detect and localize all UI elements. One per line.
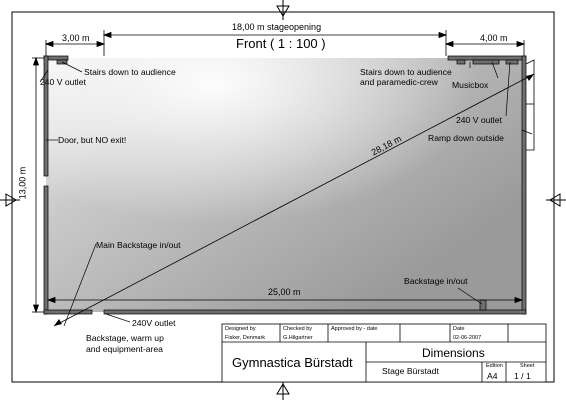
main-backstage-label: Main Backstage in/out — [96, 240, 181, 250]
outlet-left-label: 240 V outlet — [40, 77, 86, 87]
approved-by-label: Approved by - date — [331, 326, 378, 332]
outlet-right-label: 240 V outlet — [456, 115, 502, 125]
right-width-dimension: 4,00 m — [480, 33, 508, 43]
stage-walls — [43, 55, 527, 315]
front-scale-label: Front ( 1 : 100 ) — [236, 36, 326, 51]
title-block — [221, 323, 547, 383]
diagonal-arrow-start — [54, 319, 62, 326]
door-label: Door, but NO exit! — [58, 135, 127, 145]
edition-label: Edition — [486, 363, 503, 369]
date-value: 02-06-2007 — [453, 335, 482, 341]
stage-floor-highlight — [46, 58, 524, 312]
checked-by-label: Checked by — [283, 326, 313, 332]
diagonal-line — [53, 73, 535, 327]
designed-by-value: Fisker, Denmark — [225, 335, 266, 341]
backstage-right-label: Backstage in/out — [404, 276, 468, 286]
stairs-right-label-2: and paramedic-crew — [360, 77, 438, 87]
backstage-area-label-1: Backstage, warm up — [86, 333, 164, 343]
dimension-lines — [32, 30, 526, 314]
edition-value: A4 — [487, 371, 498, 381]
stairs-left-label: Stairs down to audience — [84, 67, 176, 77]
left-width-dimension: 3,00 m — [62, 33, 90, 43]
depth-dimension: 13,00 m — [17, 166, 28, 200]
backstage-area-label-2: and equipment-area — [86, 344, 163, 354]
ramp-label: Ramp down outside — [428, 133, 504, 143]
stage-opening-dimension: 18,00 m stageopening — [232, 22, 322, 32]
sheet-label: Sheet — [520, 363, 535, 369]
date-label: Date — [453, 326, 465, 332]
leader-lines — [39, 61, 533, 327]
outlet-bottom-label: 240V outlet — [132, 318, 176, 328]
drawing-subtitle: Stage Bürstadt — [382, 366, 439, 376]
ramp — [525, 59, 535, 151]
sheet-value: 1 / 1 — [514, 371, 531, 381]
diagonal-arrow-end — [526, 74, 534, 81]
designed-by-label: Designed by — [225, 326, 256, 332]
width-dimension: 25,00 m — [268, 287, 301, 297]
stairs-right-label-1: Stairs down to audience — [360, 67, 452, 77]
checked-by-value: G.Hilgartner — [283, 335, 313, 341]
musicbox-label: Musicbox — [452, 80, 489, 90]
venue-title: Gymnastica Bürstadt — [232, 355, 353, 370]
drawing-title: Dimensions — [422, 346, 485, 360]
